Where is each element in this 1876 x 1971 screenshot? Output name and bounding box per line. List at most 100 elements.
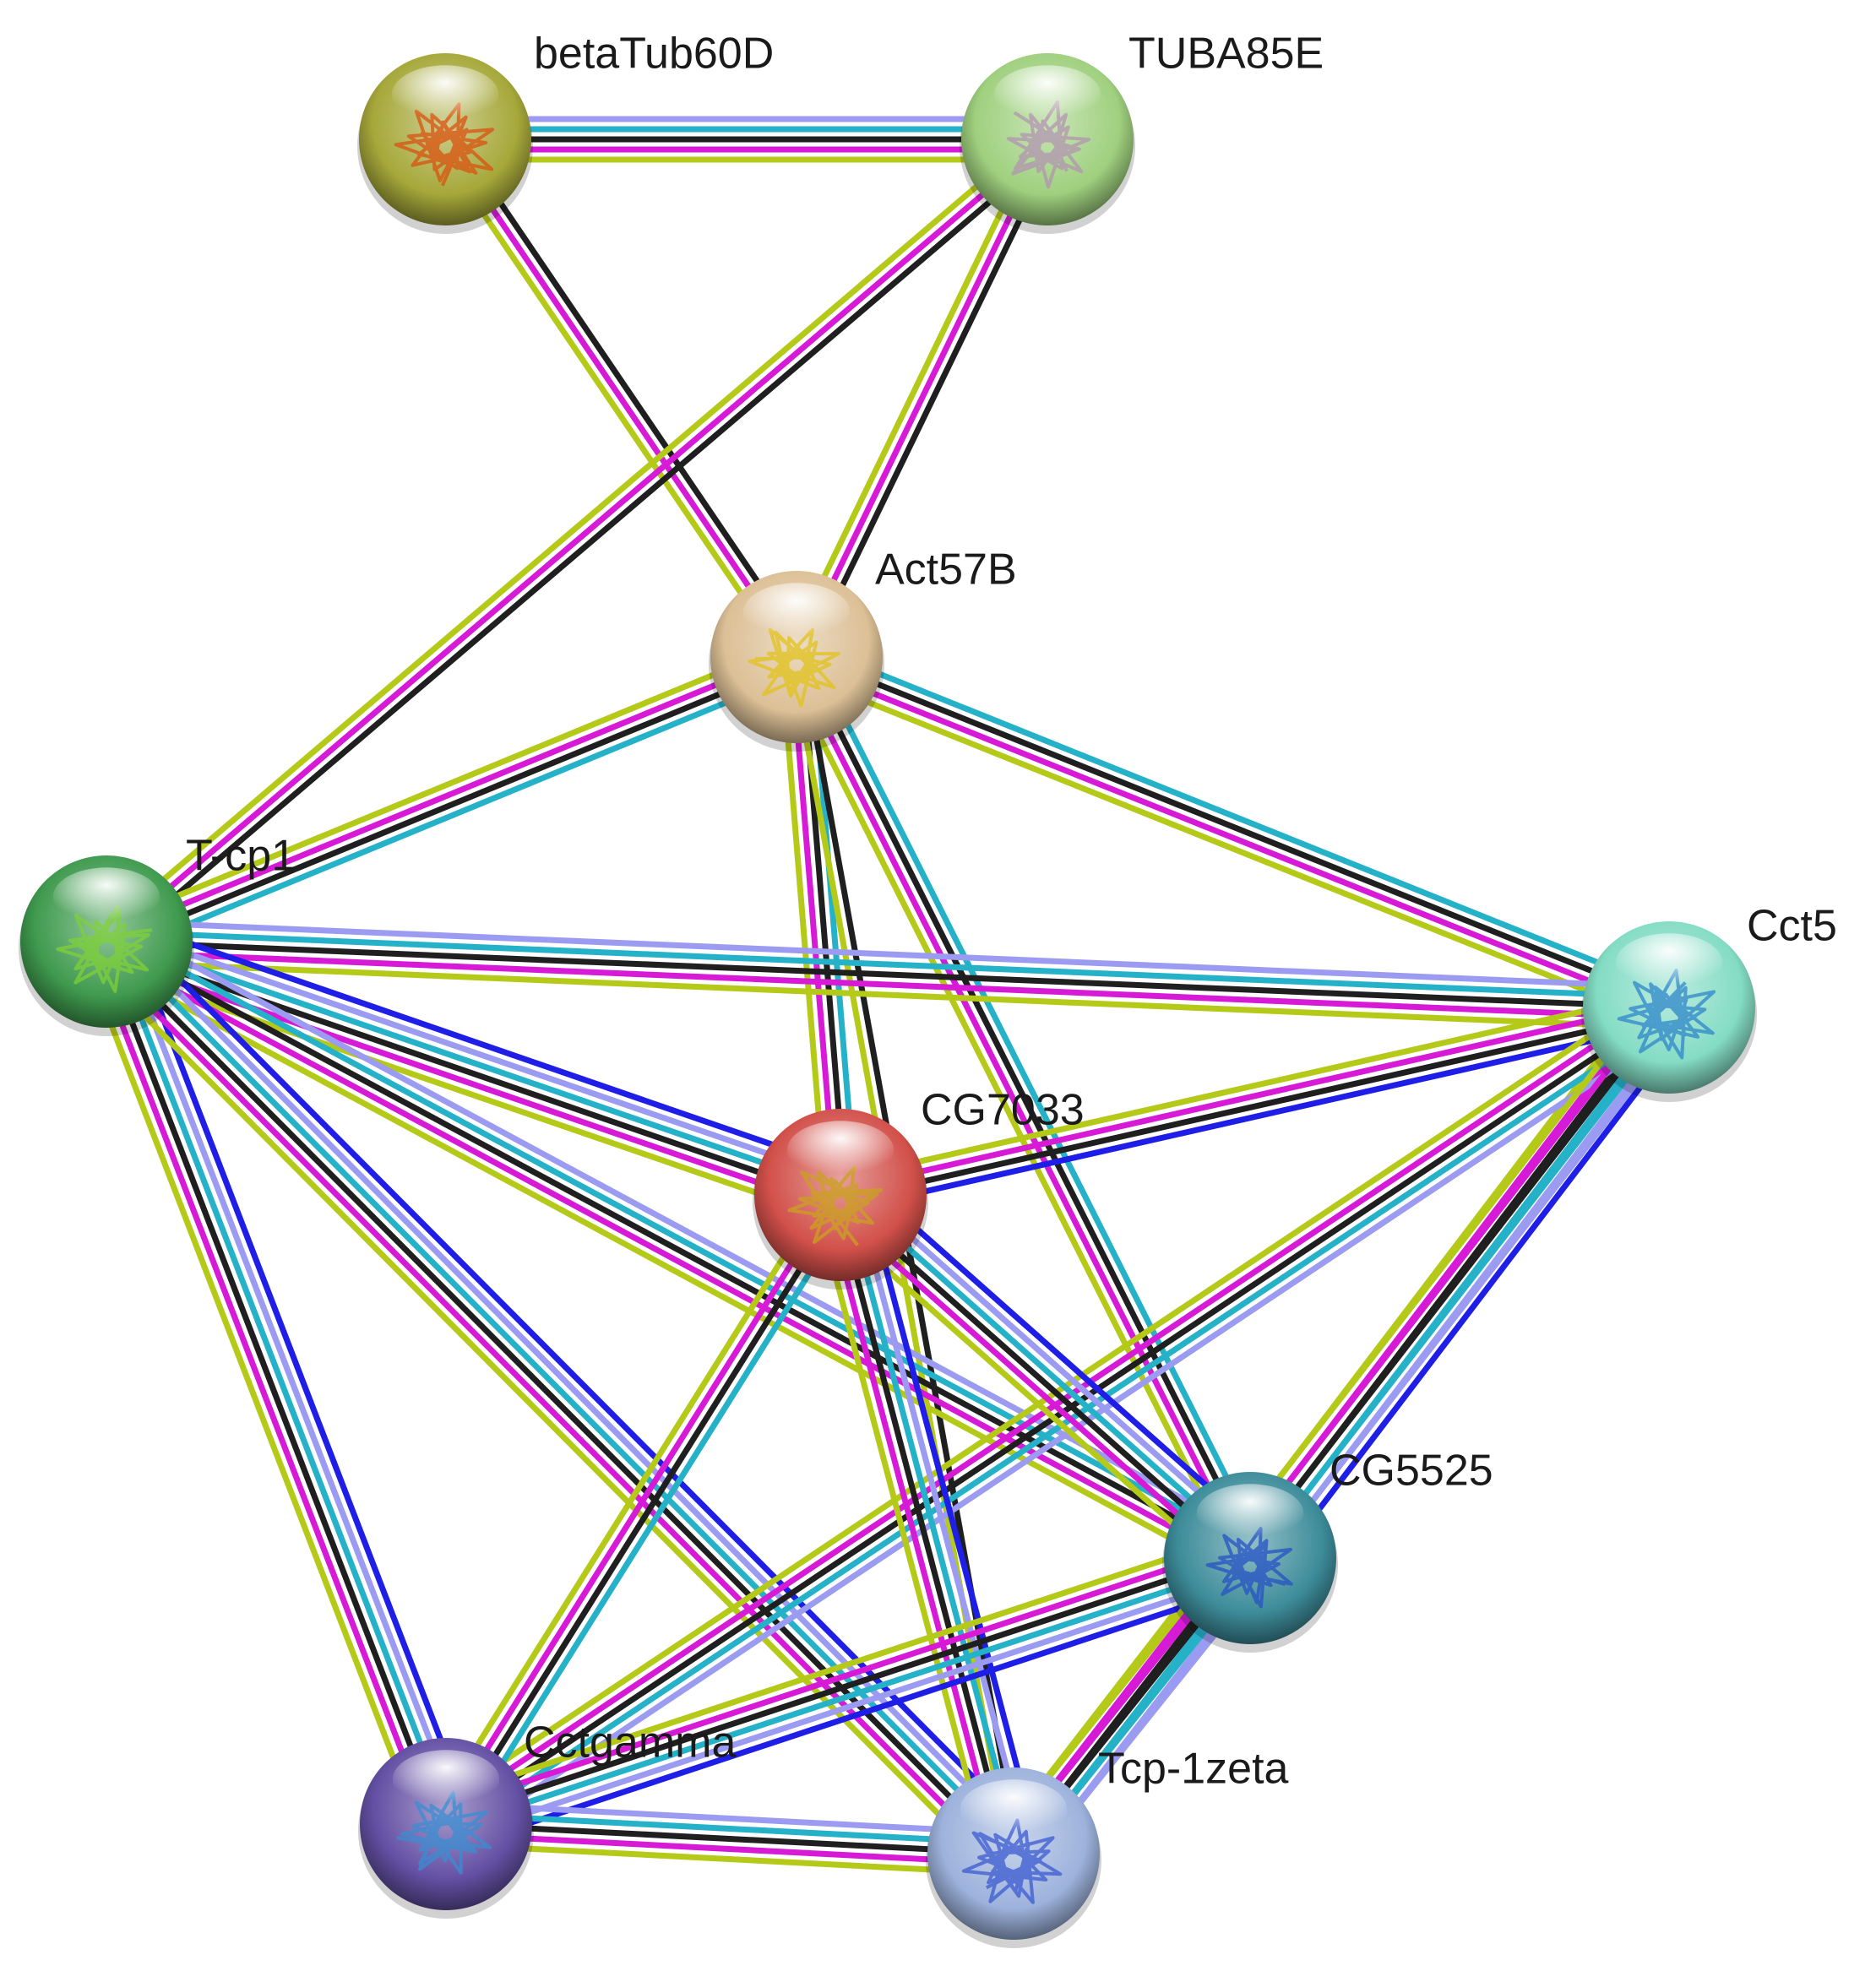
edge-line-experimental	[438, 996, 1666, 1818]
edge-line-textmining	[778, 658, 829, 1197]
edge-line-homology	[449, 1569, 1256, 1842]
edge-line-neighborhood	[127, 931, 473, 1816]
edge-line-textmining	[95, 957, 1243, 1579]
protein-structure-icon	[787, 1165, 884, 1246]
edge-line-coexpression	[448, 1196, 848, 1829]
protein-structure-icon	[748, 627, 840, 708]
node-label-betatub60d: betaTub60D	[534, 30, 774, 79]
edge-tuba85e-act57b	[785, 133, 1059, 663]
edge-line-coexpression	[106, 938, 1670, 1011]
edge-line-database	[110, 930, 1257, 1552]
node-highlight	[1196, 1484, 1304, 1543]
edge-line-neighborhood	[862, 1187, 1041, 1849]
edge-line-textmining	[444, 1841, 1013, 1877]
edge-line-textmining	[99, 640, 792, 931]
edge-line-database	[446, 1811, 1014, 1847]
protein-structure-icon	[961, 1818, 1063, 1904]
edge-act57b-t-cp1	[99, 640, 804, 958]
node-cg5525[interactable]	[1162, 1472, 1338, 1653]
protein-structure-icon	[1205, 1527, 1293, 1609]
edge-line-coexpression	[445, 1821, 1014, 1857]
edge-line-coexpression	[106, 659, 800, 949]
edge-line-coexpression	[797, 649, 1672, 1006]
edge-cctgamma-tcp-1zeta	[444, 1800, 1015, 1877]
node-label-act57b: Act57B	[875, 546, 1017, 595]
edge-line-textmining	[789, 668, 1665, 1024]
edge-line-textmining	[821, 1211, 1236, 1580]
node-highlight	[742, 583, 851, 642]
node-tuba85e[interactable]	[960, 53, 1135, 234]
edge-line-experimental	[104, 137, 1050, 944]
edge-line-coexpression	[832, 1195, 1012, 1856]
edge-line-experimental	[106, 948, 1669, 1021]
edge-line-database	[446, 1560, 1253, 1833]
edge-line-coexpression	[99, 942, 444, 1827]
node-betatub60d[interactable]	[357, 53, 533, 234]
node-label-cctgamma: Cctgamma	[524, 1719, 736, 1767]
node-t-cp1[interactable]	[19, 855, 194, 1036]
edge-line-experimental	[828, 1203, 1243, 1572]
edge-cg7033-cctgamma	[430, 1185, 856, 1834]
edge-line-experimental	[89, 946, 435, 1831]
protein-structure-icon	[396, 1790, 492, 1875]
edge-line-experimental	[445, 1831, 1014, 1867]
node-cct5[interactable]	[1581, 921, 1757, 1102]
edge-line-homology	[110, 924, 847, 1184]
edge-line-database	[456, 1201, 856, 1834]
edge-t-cp1-cg7033	[97, 915, 850, 1222]
edge-line-textmining	[97, 963, 834, 1222]
edge-line-coexpression	[802, 142, 1059, 663]
edge-line-database	[111, 668, 804, 958]
edge-line-textmining	[105, 958, 1669, 1031]
edge-line-database	[108, 938, 454, 1824]
edge-line-coexpression	[444, 1005, 1671, 1827]
edge-cg5525-cctgamma	[437, 1531, 1259, 1851]
edge-cg7033-tcp-1zeta	[813, 1187, 1041, 1861]
node-highlight	[960, 1779, 1068, 1838]
edge-line-experimental	[838, 999, 1669, 1193]
edge-cg7033-cg5525	[821, 1173, 1270, 1580]
protein-structure-icon	[1006, 100, 1091, 189]
edge-act57b-cg5525	[780, 649, 1267, 1566]
edge-line-coexpression	[111, 144, 1057, 952]
protein-structure-icon	[1617, 969, 1716, 1060]
edge-betatub60d-act57b	[434, 132, 807, 665]
edge-line-database	[807, 649, 1267, 1553]
edge-line-database	[106, 928, 1670, 1001]
protein-structure-icon	[394, 102, 495, 187]
node-cg7033[interactable]	[753, 1109, 928, 1290]
node-highlight	[52, 867, 160, 926]
node-highlight	[786, 1121, 894, 1180]
edge-line-coexpression	[835, 1196, 1249, 1565]
edge-line-coexpression	[105, 938, 1252, 1561]
edge-line-experimental	[93, 950, 1005, 1867]
edge-line-experimental	[440, 1540, 1247, 1813]
node-highlight	[993, 65, 1101, 124]
node-highlight	[1615, 933, 1723, 992]
edge-line-experimental	[823, 1197, 1002, 1859]
edge-line-neighborhood	[453, 1579, 1259, 1851]
node-cctgamma[interactable]	[358, 1738, 534, 1919]
node-tcp-1zeta[interactable]	[926, 1767, 1101, 1948]
node-act57b[interactable]	[709, 571, 884, 752]
edge-tuba85e-t-cp1	[97, 129, 1057, 952]
edge-line-textmining	[813, 1200, 992, 1861]
edge-line-homology	[848, 1181, 1263, 1550]
protein-structure-icon	[56, 904, 153, 993]
edge-line-experimental	[100, 947, 1247, 1570]
edge-line-experimental	[443, 138, 799, 659]
edge-line-textmining	[785, 133, 1041, 654]
node-label-tcp-1zeta: Tcp-1zeta	[1098, 1745, 1289, 1794]
edge-line-experimental	[789, 658, 1248, 1562]
edge-cct5-cctgamma	[432, 988, 1683, 1843]
edge-t-cp1-cctgamma	[79, 931, 473, 1835]
edge-line-experimental	[788, 657, 839, 1196]
edge-cct5-cg7033	[836, 989, 1673, 1214]
edge-line-textmining	[437, 1531, 1243, 1803]
edge-betatub60d-tuba85e	[445, 116, 1047, 163]
edge-line-experimental	[793, 659, 1669, 1015]
edge-line-coexpression	[103, 943, 840, 1203]
edge-line-database	[842, 1192, 1022, 1854]
edge-line-coexpression	[798, 653, 1258, 1557]
